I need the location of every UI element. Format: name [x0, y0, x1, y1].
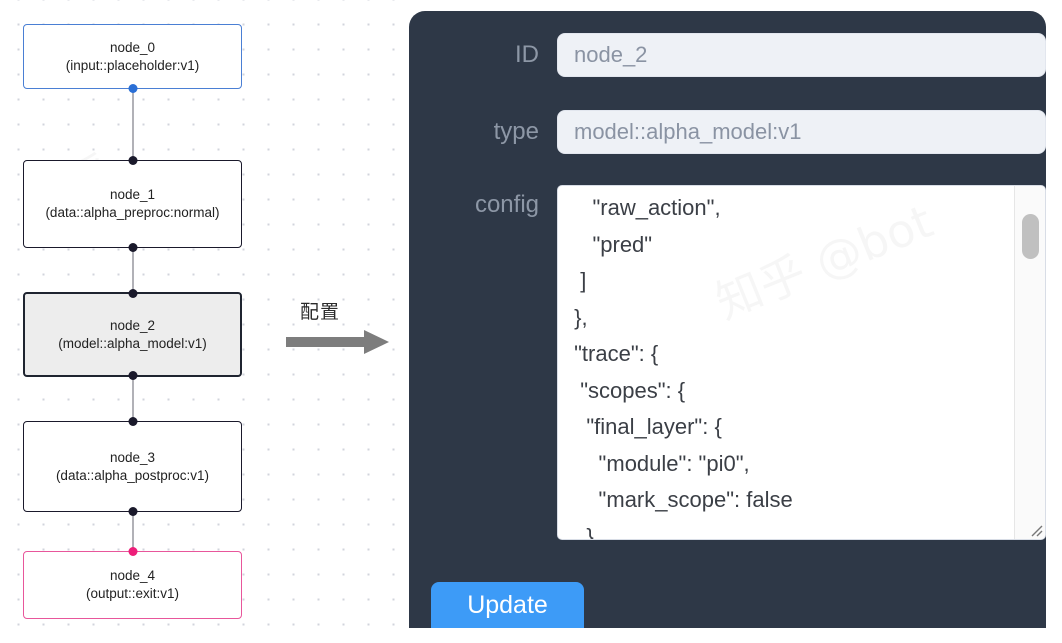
config-textarea[interactable]: "raw_action", "pred" ] }, "trace": { "sc…: [557, 185, 1046, 540]
field-row-type: type model::alpha_model:v1: [421, 110, 1046, 154]
field-row-config: config "raw_action", "pred" ] }, "trace"…: [421, 185, 1046, 540]
node-handle-bottom[interactable]: [128, 84, 137, 93]
type-field-label: type: [493, 118, 539, 145]
graph-canvas[interactable]: 知乎 node_0 (input::placeholder:v1) node_1…: [0, 0, 410, 643]
node-handle-top[interactable]: [128, 156, 137, 165]
node-title: node_3: [109, 449, 156, 465]
node-subtitle: (input::placeholder:v1): [65, 57, 200, 73]
edge-node1-node2: [132, 247, 134, 293]
edge-node3-node4: [132, 512, 134, 550]
graph-node-node_4[interactable]: node_4 (output::exit:v1): [23, 547, 242, 619]
node-subtitle: (data::alpha_preproc:normal): [45, 205, 220, 220]
resize-handle-icon[interactable]: [1027, 521, 1043, 537]
config-textarea-content[interactable]: "raw_action", "pred" ] }, "trace": { "sc…: [574, 195, 793, 539]
node-handle-bottom[interactable]: [128, 243, 137, 252]
node-subtitle: (model::alpha_model:v1): [58, 335, 207, 351]
node-title: node_2: [109, 317, 156, 333]
node-subtitle: (output::exit:v1): [85, 586, 180, 601]
arrow-label: 配置: [300, 301, 341, 323]
graph-node-node_0[interactable]: node_0 (input::placeholder:v1): [23, 24, 242, 93]
type-input[interactable]: model::alpha_model:v1: [557, 110, 1046, 154]
id-input[interactable]: node_2: [557, 33, 1046, 77]
edge-node2-node3: [132, 375, 134, 420]
node-title: node_4: [109, 568, 156, 583]
configure-arrow-annotation: 配置: [286, 297, 396, 359]
id-field-label: ID: [515, 41, 539, 68]
update-button[interactable]: Update: [431, 582, 584, 628]
graph-node-node_2[interactable]: node_2 (model::alpha_model:v1): [23, 289, 242, 380]
node-handle-bottom[interactable]: [128, 371, 137, 380]
edge-node0-node1: [132, 88, 134, 160]
node-handle-top[interactable]: [128, 417, 137, 426]
node-handle-top[interactable]: [128, 289, 137, 298]
node-handle-bottom[interactable]: [128, 507, 137, 516]
node-title: node_1: [109, 187, 156, 202]
field-row-id: ID node_2: [421, 33, 1046, 77]
node-subtitle: (data::alpha_postproc:v1): [55, 467, 210, 483]
config-field-label: config: [474, 191, 539, 218]
node-title: node_0: [109, 39, 156, 55]
graph-node-node_3[interactable]: node_3 (data::alpha_postproc:v1): [23, 417, 242, 516]
graph-node-node_1[interactable]: node_1 (data::alpha_preproc:normal): [23, 156, 242, 252]
arrow-right-icon: [286, 330, 389, 354]
config-textarea-scrollbar[interactable]: [1014, 186, 1045, 539]
node-handle-top[interactable]: [128, 547, 137, 556]
scrollbar-thumb[interactable]: [1022, 214, 1039, 259]
node-config-panel: ID node_2 type model::alpha_model:v1 con…: [409, 11, 1046, 628]
